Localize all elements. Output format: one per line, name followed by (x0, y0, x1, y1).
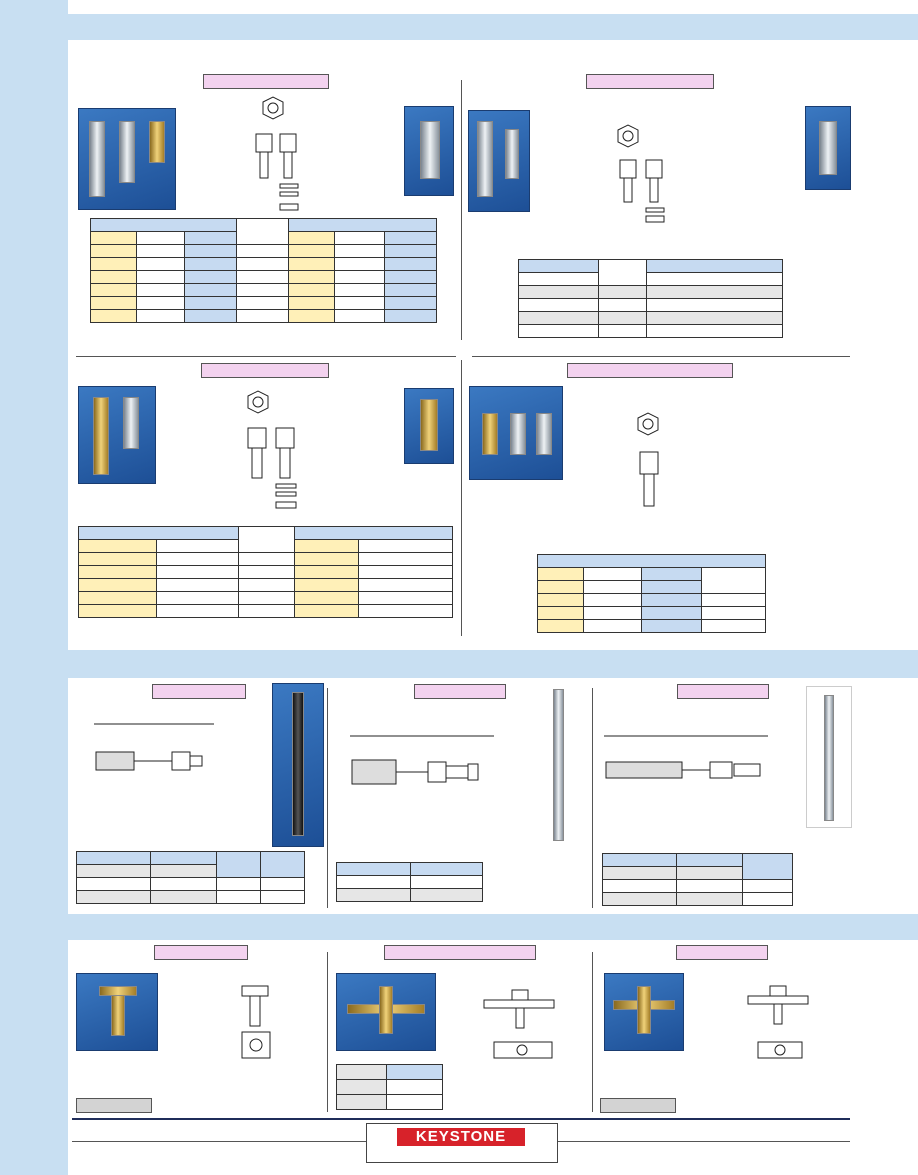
product-title-tag (203, 74, 329, 89)
product-photo-mounted (805, 106, 851, 190)
divider (472, 356, 850, 357)
keystone-logo: KEYSTONE (397, 1128, 525, 1146)
note-label (600, 1098, 676, 1113)
panel-tools (68, 678, 918, 914)
divider (592, 688, 593, 908)
product-title-tag (152, 684, 246, 699)
product-photo (604, 973, 684, 1051)
divider (461, 80, 462, 340)
technical-drawing (637, 412, 659, 507)
product-title-tag (567, 363, 733, 378)
product-photo-mounted (404, 388, 454, 464)
technical-drawing (483, 989, 555, 1059)
spec-table (89, 218, 438, 323)
spec-table (518, 259, 783, 338)
product-title-tag (677, 684, 769, 699)
left-margin-bar (0, 0, 68, 1175)
product-photo (468, 110, 530, 212)
technical-drawing (617, 124, 665, 223)
product-title-tag (414, 684, 506, 699)
product-photo (78, 386, 156, 484)
divider (592, 952, 593, 1112)
product-photo (336, 973, 436, 1051)
spec-table (602, 853, 793, 906)
spec-table (537, 554, 766, 633)
divider (76, 356, 456, 357)
technical-drawing (255, 96, 299, 211)
product-photo-mounted (404, 106, 454, 196)
panel-jackscrews (68, 40, 918, 650)
product-title-tag (676, 945, 768, 960)
spec-table (78, 526, 453, 618)
technical-drawing (94, 723, 214, 771)
product-photo (272, 683, 324, 847)
divider (327, 952, 328, 1112)
product-title-tag (384, 945, 536, 960)
product-photo (78, 108, 176, 210)
product-photo (532, 683, 582, 845)
spec-table (336, 862, 483, 902)
product-title-tag (201, 363, 329, 378)
divider (327, 688, 328, 908)
note-label (76, 1098, 152, 1113)
technical-drawing (350, 735, 494, 785)
product-photo (806, 686, 852, 828)
product-title-tag (586, 74, 714, 89)
product-photo (76, 973, 158, 1051)
technical-drawing (747, 985, 809, 1059)
logo-box: KEYSTONE (366, 1123, 558, 1163)
spec-table (336, 1064, 443, 1110)
spec-table (76, 851, 305, 904)
technical-drawing (604, 735, 768, 779)
footer-rule (72, 1118, 850, 1120)
product-title-tag (154, 945, 248, 960)
technical-drawing (247, 390, 297, 509)
product-photo (469, 386, 563, 480)
technical-drawing (241, 985, 271, 1059)
divider (461, 360, 462, 636)
